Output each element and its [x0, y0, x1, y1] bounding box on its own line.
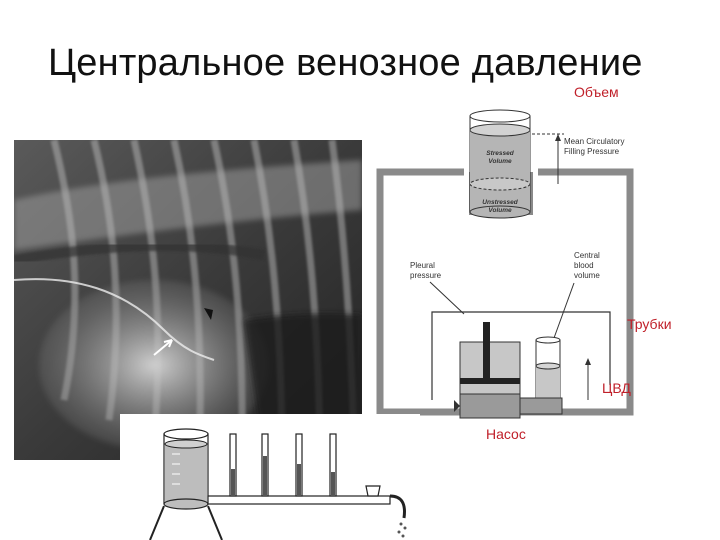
chest-xray-image: [14, 140, 362, 460]
pleural-pressure-label-1: Pleural: [410, 261, 435, 270]
reservoir-cylinder: Stressed Volume Unstressed Volume: [469, 109, 531, 219]
mean-circulatory-label-2: Filling Pressure: [564, 147, 620, 156]
manometer-drawing: [120, 414, 420, 540]
central-volume-label-2: blood: [574, 261, 594, 270]
unstressed-volume-label-2: Volume: [488, 207, 512, 214]
piston-pump: [459, 322, 521, 419]
cvp-label: ЦВД: [602, 380, 631, 396]
stressed-volume-label-2: Volume: [488, 158, 512, 165]
volume-label: Объем: [574, 84, 619, 100]
unstressed-volume-label-1: Unstressed: [482, 199, 518, 206]
mean-circulatory-label-1: Mean Circulatory: [564, 137, 624, 146]
central-volume-label-3: volume: [574, 271, 600, 280]
central-volume-label-1: Central: [574, 251, 600, 260]
circulation-model-diagram: Stressed Volume Unstressed Volume Mean C…: [376, 109, 634, 419]
pump-label: Насос: [486, 426, 526, 442]
pleural-pressure-label-2: pressure: [410, 271, 442, 280]
tubes-label: Трубки: [627, 316, 672, 332]
water-cylinder: [163, 428, 209, 510]
stressed-volume-label-1: Stressed: [486, 150, 514, 157]
central-volume-tube: [535, 336, 561, 399]
slide-title: Центральное венозное давление: [48, 42, 643, 84]
